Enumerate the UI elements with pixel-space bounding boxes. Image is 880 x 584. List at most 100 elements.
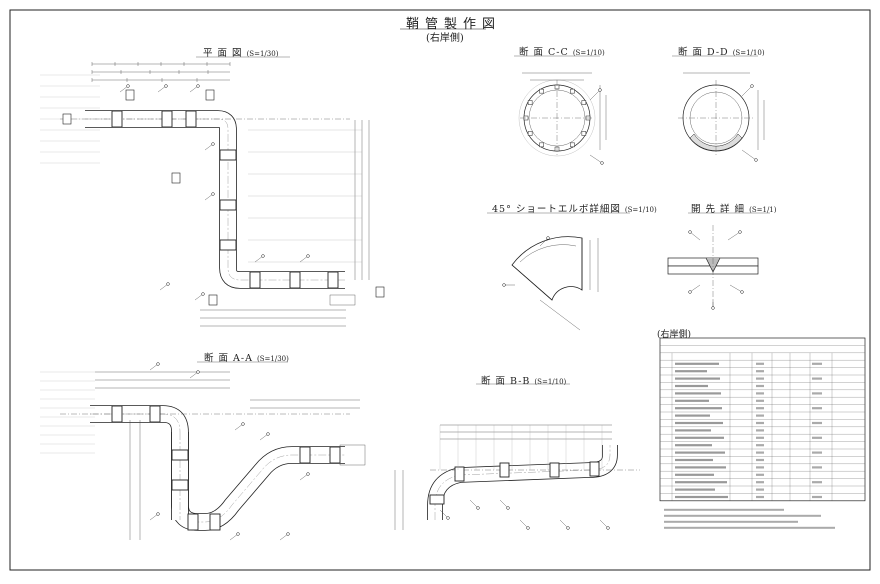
dd-leader — [741, 149, 757, 161]
leader-bubble — [241, 422, 245, 426]
section-marker — [205, 89, 215, 101]
table-cell-text — [756, 436, 764, 439]
table-cell-text — [675, 429, 711, 432]
table-cell-text — [756, 392, 764, 395]
plan-leader — [204, 143, 214, 151]
note-text — [664, 508, 784, 511]
drawing-title: 鞘管製作図 — [406, 17, 502, 32]
section-cc-title: 断 面 C-C (S=1/10) — [519, 47, 605, 58]
plan-collar — [219, 149, 237, 161]
aa-collar — [111, 405, 123, 423]
leader-bubble — [196, 84, 200, 88]
bevel-leader — [727, 231, 741, 241]
section-marker — [171, 172, 181, 184]
table-cell-text — [675, 384, 708, 388]
bb-collar — [429, 494, 445, 505]
pipe-centerline — [85, 118, 345, 281]
plan-leader — [159, 283, 169, 291]
table-cell-text — [812, 495, 822, 499]
leader-bubble — [754, 158, 758, 162]
table-cell-text — [675, 473, 714, 476]
aa-leader — [189, 371, 199, 379]
aa-leader — [149, 513, 159, 521]
pipe-centerline — [90, 413, 345, 523]
dd-leader — [741, 85, 753, 97]
plan-view-title: 平 面 図 (S=1/30) — [203, 48, 279, 59]
bb-leader — [519, 519, 529, 529]
leader-bubble — [156, 512, 160, 516]
leader-bubble — [166, 282, 170, 286]
elbow-inner-line — [519, 244, 577, 263]
aa-leader — [149, 363, 159, 371]
bb-collar — [454, 466, 465, 482]
table-cell-text — [756, 377, 764, 380]
bevel-detail-title: 開 先 詳 細 (S=1/1) — [691, 204, 777, 215]
plan-collar — [289, 271, 301, 289]
table-cell-text — [675, 370, 707, 373]
plan-stand — [329, 294, 356, 306]
table-cell-text — [812, 436, 822, 439]
plan-collar — [111, 110, 123, 128]
spacer-block — [581, 100, 587, 105]
leader-bubble — [476, 506, 480, 510]
leader-bubble — [196, 370, 200, 374]
leader-bubble — [750, 84, 754, 88]
table-cell-text — [812, 451, 822, 454]
table-cell-text — [812, 421, 822, 425]
bevel-leader — [689, 284, 701, 293]
table-cell-text — [756, 488, 764, 491]
aa-leader — [229, 533, 239, 541]
table-cell-text — [756, 451, 764, 454]
spacer-block — [570, 88, 575, 94]
leader-bubble — [740, 290, 744, 294]
table-cell-text — [812, 392, 822, 395]
table-cell-text — [756, 384, 764, 388]
bb-leader — [469, 499, 479, 509]
bb-collar — [589, 461, 600, 477]
leader-bubble — [126, 84, 130, 88]
bb-leader — [559, 519, 569, 529]
plan-leader — [204, 193, 214, 201]
spacer-block — [570, 142, 575, 148]
table-cell-text — [812, 407, 822, 410]
bb-collar — [499, 462, 510, 478]
section-marker — [208, 294, 218, 306]
plan-collar — [161, 110, 173, 128]
table-cell-text — [675, 458, 713, 462]
plan-leader — [299, 255, 309, 263]
aa-collar — [171, 479, 189, 491]
elbow-dimension — [539, 299, 581, 331]
leader-bubble — [446, 516, 450, 520]
table-cell-text — [812, 481, 822, 484]
table-cell-text — [675, 377, 720, 380]
table-cell-text — [756, 414, 764, 417]
leader-bubble — [738, 230, 742, 234]
cc-leader — [589, 154, 603, 164]
table-cell-text — [675, 481, 727, 484]
spacer-block — [527, 100, 533, 105]
aa-stand — [339, 444, 366, 466]
elbow-leader — [539, 237, 549, 247]
drawing-subtitle: (右岸側) — [426, 33, 464, 44]
bb-leader — [439, 509, 449, 519]
table-cell-text — [756, 481, 764, 484]
table-cell-text — [675, 392, 721, 395]
table-title: (右岸側) — [657, 330, 692, 340]
table-cell-text — [675, 362, 719, 365]
note-text — [664, 514, 821, 517]
leader-bubble — [711, 306, 715, 310]
table-cell-text — [675, 399, 709, 402]
bevel-leader — [689, 231, 701, 241]
table-cell-text — [756, 362, 764, 365]
leader-bubble — [201, 292, 205, 296]
table-cell-text — [675, 451, 725, 454]
leader-bubble — [306, 472, 310, 476]
aa-collar — [209, 513, 221, 531]
leader-bubble — [606, 526, 610, 530]
plan-collar — [219, 199, 237, 211]
table-cell-text — [756, 399, 764, 402]
table-cell-text — [756, 429, 764, 432]
section-marker — [125, 89, 135, 101]
